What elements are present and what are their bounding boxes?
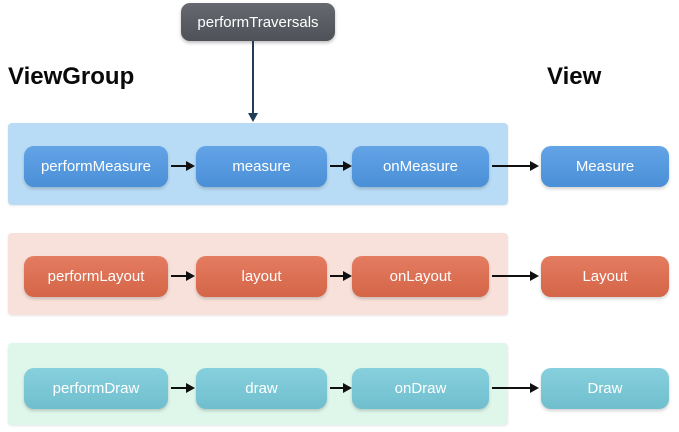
arrow-right-icon <box>171 383 195 393</box>
node-perform-draw: performDraw <box>24 368 168 409</box>
node-measure: measure <box>196 146 327 187</box>
node-perform-measure: performMeasure <box>24 146 168 187</box>
arrow-right-icon <box>492 271 539 281</box>
arrow-right-icon <box>171 271 195 281</box>
node-perform-layout: performLayout <box>24 256 168 297</box>
node-view-layout: Layout <box>541 256 669 297</box>
arrow-right-icon <box>330 271 352 281</box>
arrow-down-icon <box>248 41 258 122</box>
node-on-layout: onLayout <box>352 256 489 297</box>
node-perform-traversals: performTraversals <box>181 3 335 41</box>
arrow-right-icon <box>330 383 352 393</box>
view-heading: View <box>547 63 602 90</box>
node-view-draw: Draw <box>541 368 669 409</box>
arrow-right-icon <box>171 161 195 171</box>
arrow-right-icon <box>492 383 539 393</box>
arrow-right-icon <box>492 161 539 171</box>
node-view-measure: Measure <box>541 146 669 187</box>
arrow-right-icon <box>330 161 352 171</box>
node-layout: layout <box>196 256 327 297</box>
node-on-draw: onDraw <box>352 368 489 409</box>
node-on-measure: onMeasure <box>352 146 489 187</box>
node-draw: draw <box>196 368 327 409</box>
viewgroup-heading: ViewGroup <box>8 63 135 90</box>
